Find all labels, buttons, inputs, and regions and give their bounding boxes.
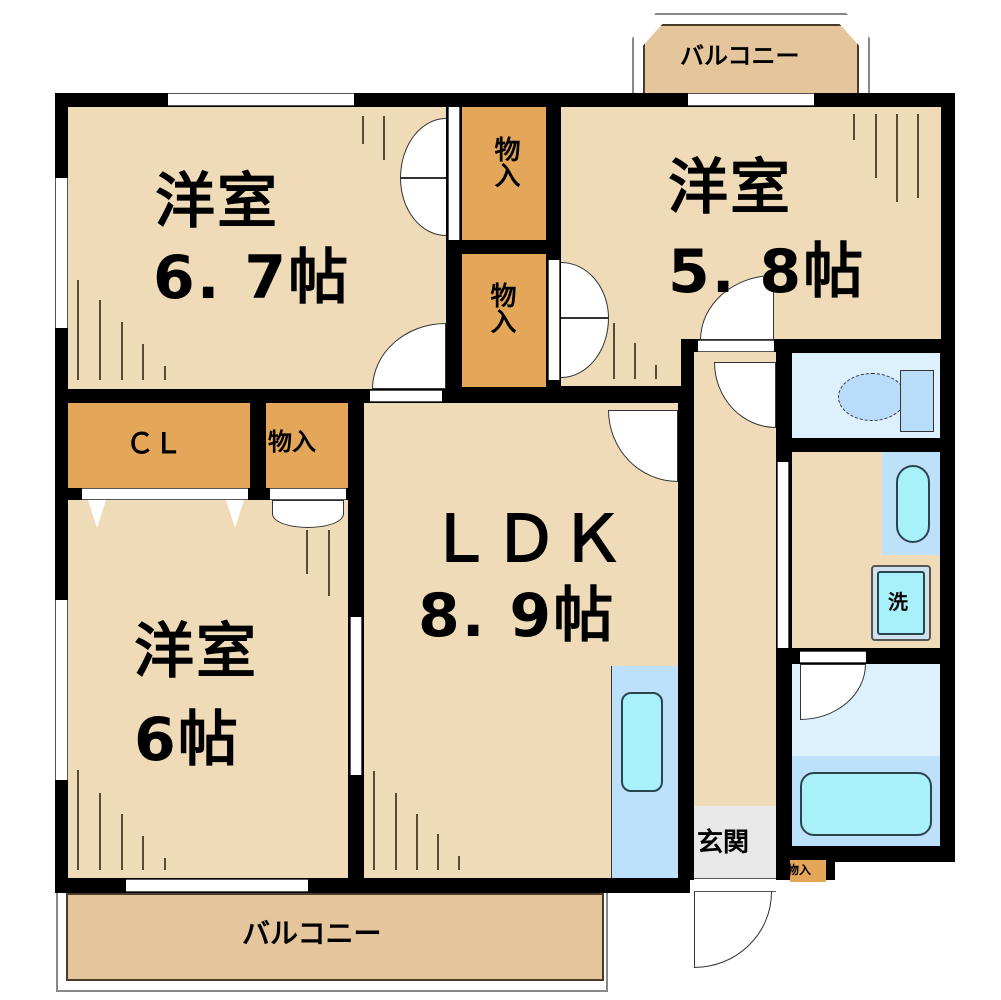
closet-a-label: 物入 (490, 136, 520, 188)
bathtub-icon (800, 772, 932, 836)
window-room3-right (350, 617, 362, 775)
washer (871, 565, 931, 641)
shoe-storage-label: 物入 (787, 863, 812, 877)
room3-name: 洋室 (134, 617, 258, 687)
room1-name: 洋室 (155, 167, 279, 237)
cl-door-marker-right (226, 500, 244, 528)
window-room3-left (55, 600, 68, 780)
closet-c[interactable] (266, 403, 348, 488)
ldk-top-opening (370, 390, 442, 402)
kitchen-sink-icon (621, 692, 663, 792)
balcony-bottom-area (66, 893, 604, 981)
window-room3-bottom (126, 879, 308, 892)
closet-a[interactable] (462, 107, 546, 240)
window-room1-left (55, 178, 68, 328)
cl-sliding-door[interactable] (82, 488, 248, 500)
balcony-bottom-label: バルコニー (242, 917, 382, 950)
window-room1-top (168, 93, 354, 106)
cl-closet[interactable] (68, 403, 250, 488)
room1-size: 6. 7帖 (153, 243, 351, 313)
closet-b-label: 物入 (486, 282, 516, 334)
room3-size: 6帖 (134, 705, 240, 775)
closet-b[interactable] (462, 254, 546, 387)
hallway[interactable] (694, 352, 776, 807)
shoe-storage[interactable] (790, 860, 826, 882)
ldk-size: 8. 9帖 (418, 581, 616, 651)
cl-label: ＣＬ (126, 427, 183, 460)
bathroom-opening (800, 651, 866, 663)
cl-door-marker-left (88, 500, 106, 528)
washer-label: 洗 (888, 590, 908, 614)
entrance[interactable] (694, 806, 776, 878)
washbasin-icon (896, 465, 930, 543)
window-room2-top (688, 93, 814, 106)
balcony-top-label: バルコニー (680, 42, 800, 70)
entrance-opening (694, 878, 776, 892)
ldk-name: ＬＤＫ (428, 503, 626, 577)
room2-name: 洋室 (668, 153, 792, 223)
room2-size: 5. 8帖 (668, 237, 866, 307)
closet-c-door[interactable] (270, 488, 346, 500)
balcony-top-area (643, 24, 859, 96)
toilet-icon (838, 370, 934, 432)
closet-a-door[interactable] (448, 107, 460, 240)
closet-c-label: 物入 (268, 428, 316, 456)
washroom-sliding-door[interactable] (777, 462, 789, 648)
door-closet-c[interactable] (272, 500, 344, 528)
hallway-top-opening (698, 340, 774, 352)
door-entrance[interactable] (694, 892, 772, 968)
western-room-3[interactable] (68, 500, 348, 878)
closet-b-door[interactable] (548, 260, 560, 380)
entrance-label: 玄関 (697, 828, 750, 858)
